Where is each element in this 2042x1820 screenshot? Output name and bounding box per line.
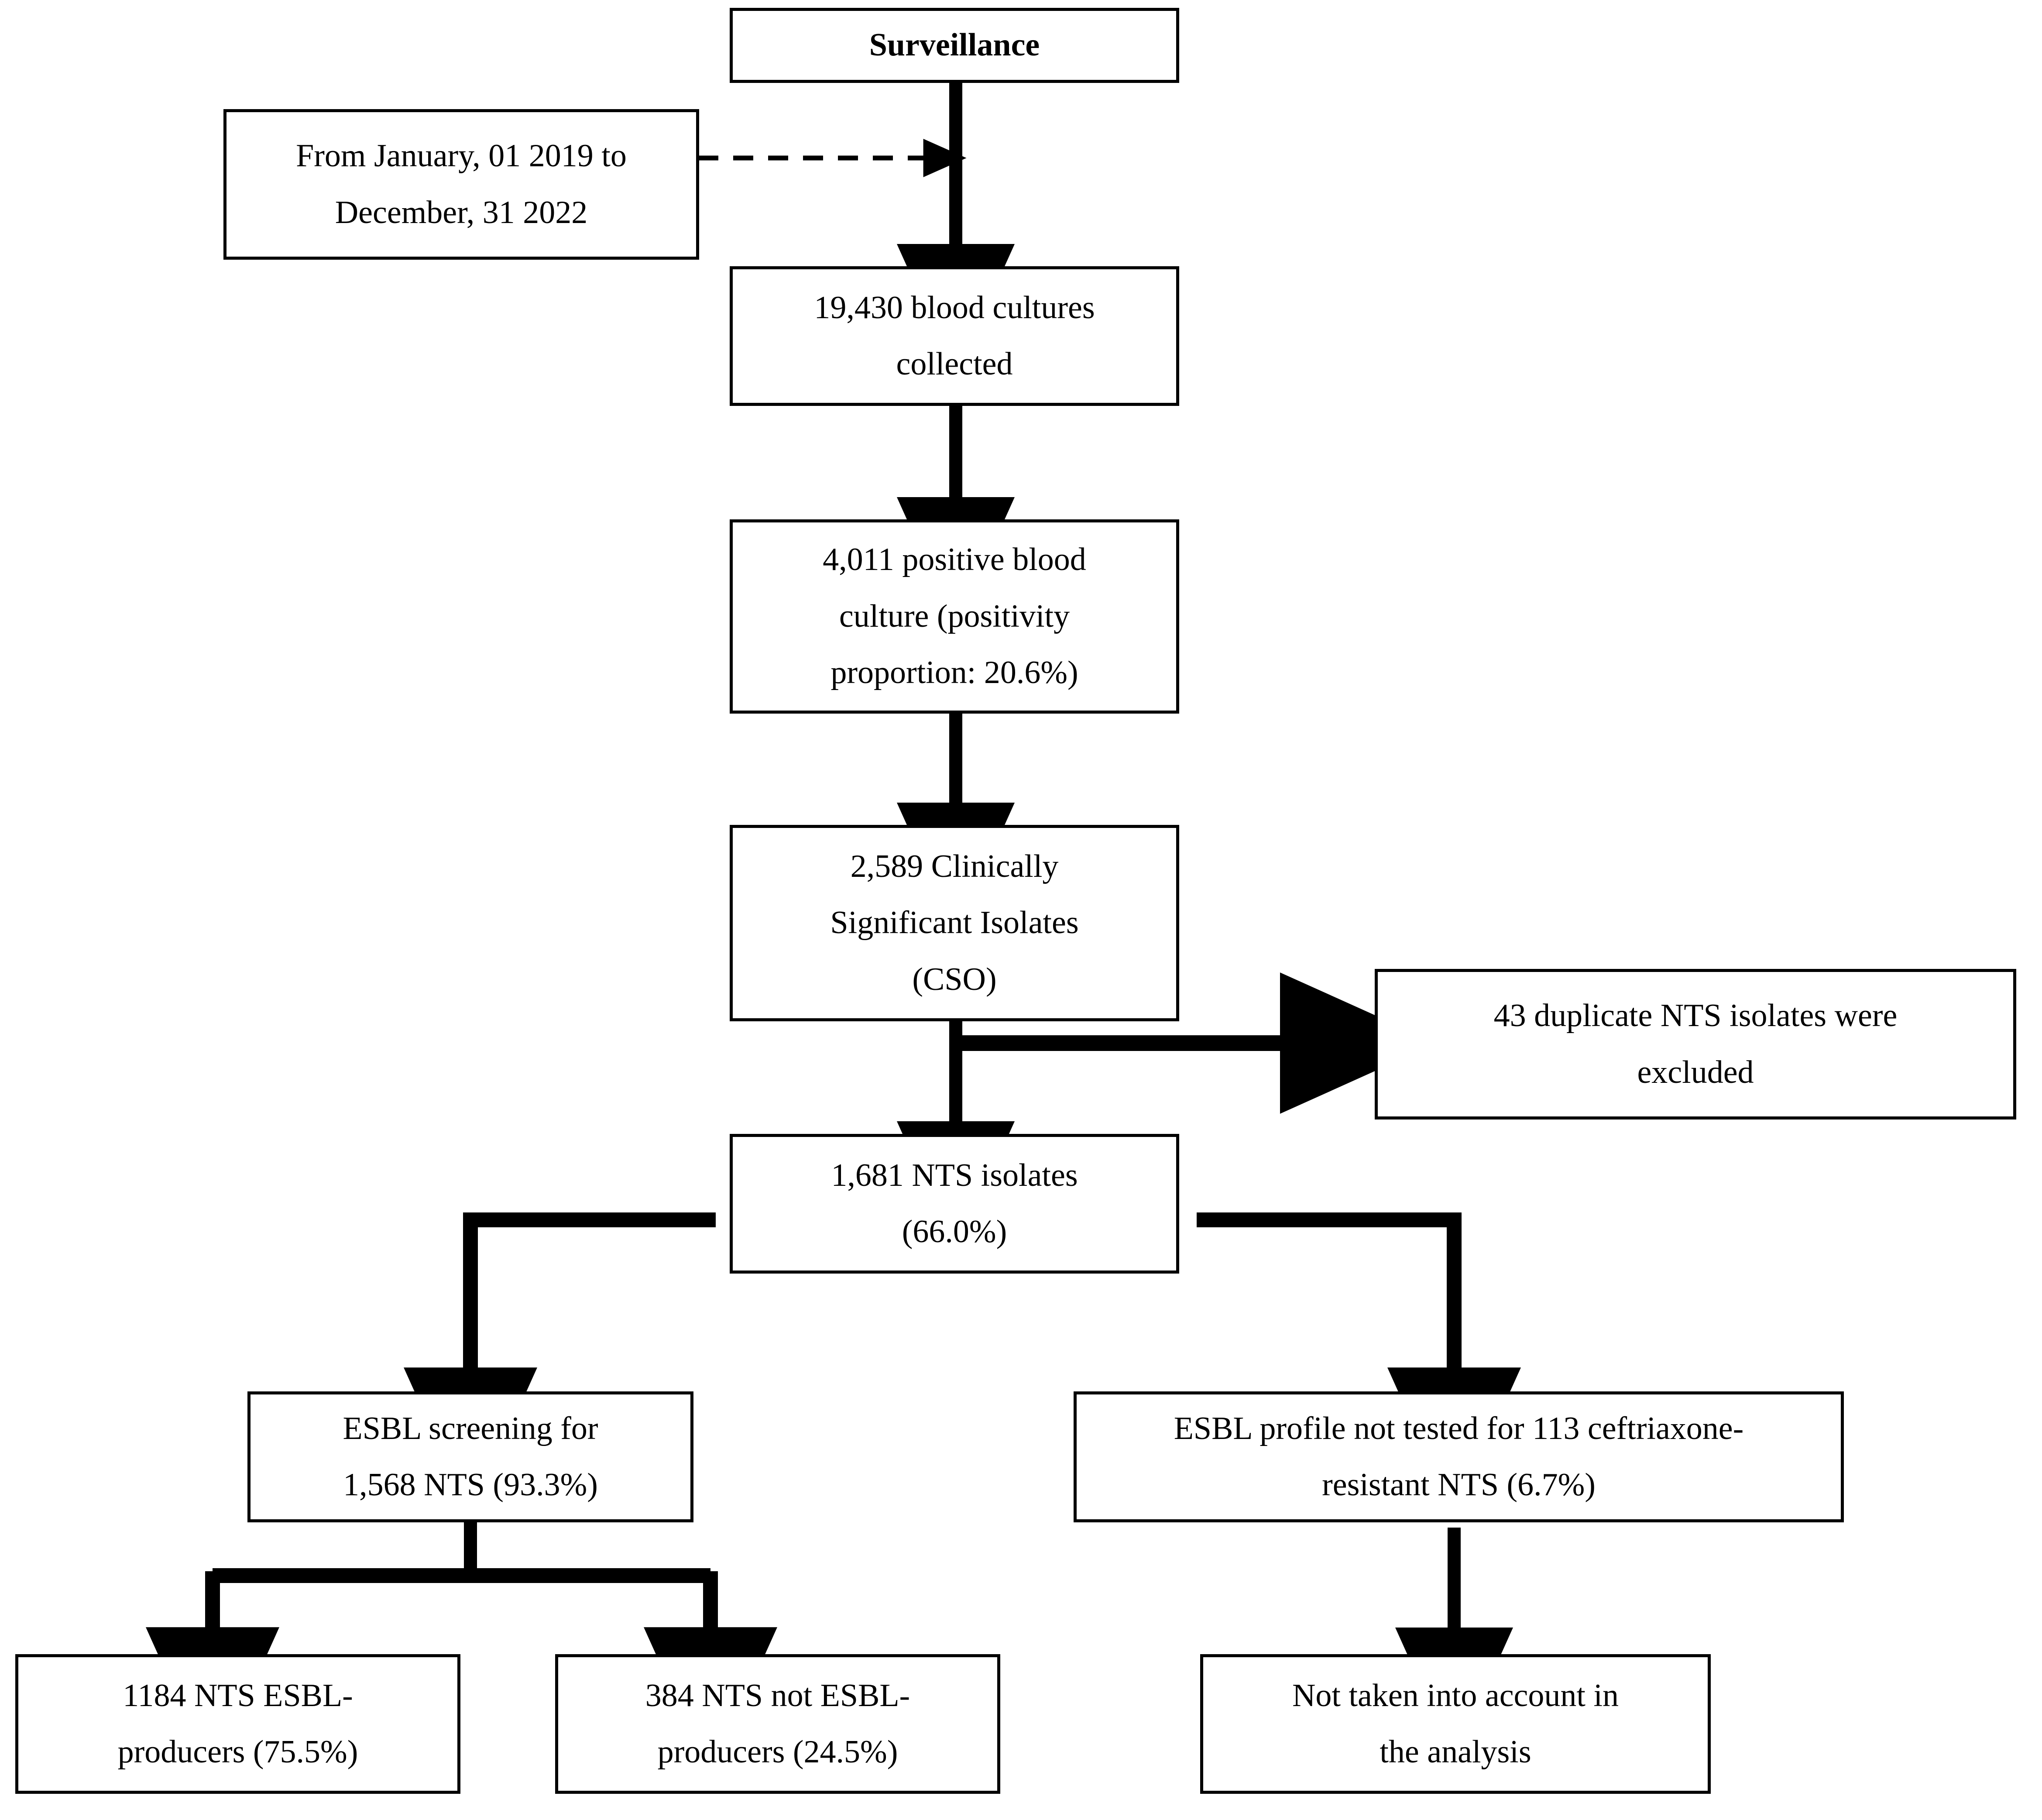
node-esbl-producers-line-1: producers (75.5%): [117, 1734, 358, 1770]
node-non-esbl-producers: 384 NTS not ESBL- producers (24.5%): [555, 1654, 1000, 1794]
node-nts-isolates-line-0: 1,681 NTS isolates: [831, 1157, 1078, 1193]
node-nts-isolates-line-1: (66.0%): [902, 1214, 1007, 1250]
node-positive-blood-culture: 4,011 positive blood culture (positivity…: [730, 519, 1179, 714]
node-non-esbl-producers-line-0: 384 NTS not ESBL-: [645, 1677, 910, 1714]
node-not-taken-into-account-line-0: Not taken into account in: [1292, 1677, 1619, 1714]
node-esbl-profile-not-tested: ESBL profile not tested for 113 ceftriax…: [1074, 1391, 1844, 1522]
node-esbl-screening-line-1: 1,568 NTS (93.3%): [343, 1467, 598, 1503]
node-nts-isolates: 1,681 NTS isolates (66.0%): [730, 1134, 1179, 1274]
node-esbl-profile-not-tested-line-0: ESBL profile not tested for 113 ceftriax…: [1174, 1410, 1744, 1446]
node-cso-line-1: Significant Isolates: [830, 905, 1079, 941]
node-cso-line-0: 2,589 Clinically: [850, 848, 1059, 884]
node-blood-cultures-collected-line-1: collected: [896, 346, 1013, 382]
node-blood-cultures-collected: 19,430 blood cultures collected: [730, 266, 1179, 406]
node-study-period: From January, 01 2019 to December, 31 20…: [223, 109, 699, 260]
node-positive-blood-culture-line-0: 4,011 positive blood: [823, 542, 1086, 578]
node-non-esbl-producers-line-1: producers (24.5%): [657, 1734, 898, 1770]
node-study-period-line-1: December, 31 2022: [335, 194, 588, 230]
edge-nts-to-esbl-not-tested: [1197, 1212, 1521, 1516]
node-surveillance-line-0: Surveillance: [869, 27, 1040, 63]
node-duplicates-excluded: 43 duplicate NTS isolates were excluded: [1375, 969, 2016, 1119]
node-positive-blood-culture-line-2: proportion: 20.6%): [831, 655, 1078, 691]
node-esbl-profile-not-tested-line-1: resistant NTS (6.7%): [1322, 1467, 1596, 1503]
edge-esbl-screening-split: [146, 1521, 777, 1776]
node-esbl-producers-line-0: 1184 NTS ESBL-: [123, 1677, 353, 1714]
node-esbl-screening: ESBL screening for 1,568 NTS (93.3%): [247, 1391, 693, 1522]
node-clinically-significant-isolates: 2,589 Clinically Significant Isolates (C…: [730, 825, 1179, 1021]
node-esbl-screening-line-0: ESBL screening for: [343, 1410, 598, 1446]
node-cso-line-2: (CSO): [912, 961, 997, 997]
node-positive-blood-culture-line-1: culture (positivity: [839, 598, 1070, 634]
node-duplicates-excluded-line-0: 43 duplicate NTS isolates were: [1493, 998, 1898, 1034]
node-blood-cultures-collected-line-0: 19,430 blood cultures: [814, 289, 1095, 326]
node-not-taken-into-account-line-1: the analysis: [1380, 1734, 1531, 1770]
node-surveillance: Surveillance: [730, 8, 1179, 83]
node-study-period-line-0: From January, 01 2019 to: [296, 138, 627, 174]
edge-nts-to-esbl-screening: [404, 1212, 716, 1516]
node-not-taken-into-account: Not taken into account in the analysis: [1200, 1654, 1711, 1794]
node-duplicates-excluded-line-1: excluded: [1637, 1054, 1754, 1090]
node-esbl-producers: 1184 NTS ESBL- producers (75.5%): [15, 1654, 460, 1794]
